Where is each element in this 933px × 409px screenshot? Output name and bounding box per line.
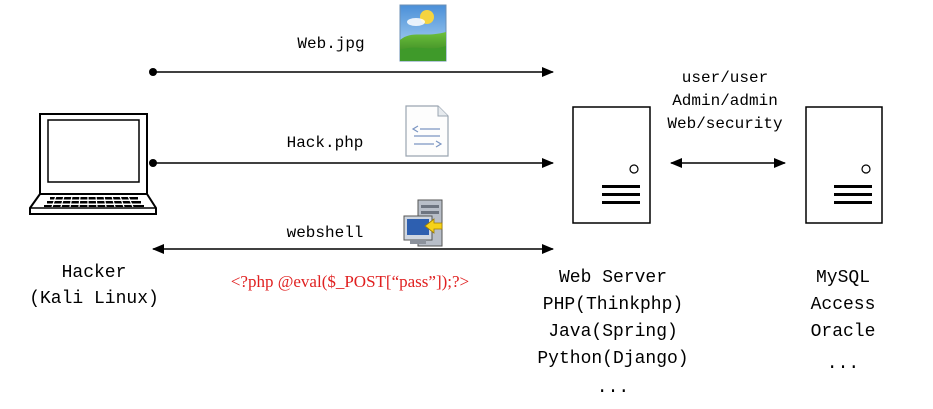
upload-arrow-image — [149, 67, 554, 77]
web-stack-ellipsis: ... — [597, 378, 629, 398]
web-stack-item: Java(Spring) — [548, 322, 678, 342]
web-server-label: Web Server — [559, 268, 667, 288]
credential-line: Admin/admin — [672, 92, 778, 110]
database-server-icon — [805, 106, 883, 224]
hacker-os-label: (Kali Linux) — [29, 289, 159, 309]
web-stack-item: Python(Django) — [537, 349, 688, 369]
image-upload-label: Web.jpg — [297, 35, 364, 53]
server-icon — [572, 106, 651, 224]
credential-line: Web/security — [667, 115, 783, 133]
hacker-label: Hacker — [62, 263, 127, 283]
database-item: MySQL — [816, 268, 870, 288]
database-item: Oracle — [811, 322, 876, 342]
database-ellipsis: ... — [827, 354, 859, 374]
webshell-computer-icon — [403, 199, 443, 247]
code-file-icon — [405, 105, 449, 157]
payload-code: <?php @eval($_POST[“pass”]);?> — [231, 272, 469, 291]
webshell-label: webshell — [287, 224, 364, 242]
laptop-icon — [29, 113, 157, 215]
php-upload-label: Hack.php — [287, 134, 364, 152]
credential-line: user/user — [682, 69, 768, 87]
image-file-icon — [399, 4, 447, 62]
database-item: Access — [811, 295, 876, 315]
upload-arrow-php — [149, 158, 554, 168]
web-stack-item: PHP(Thinkphp) — [543, 295, 683, 315]
